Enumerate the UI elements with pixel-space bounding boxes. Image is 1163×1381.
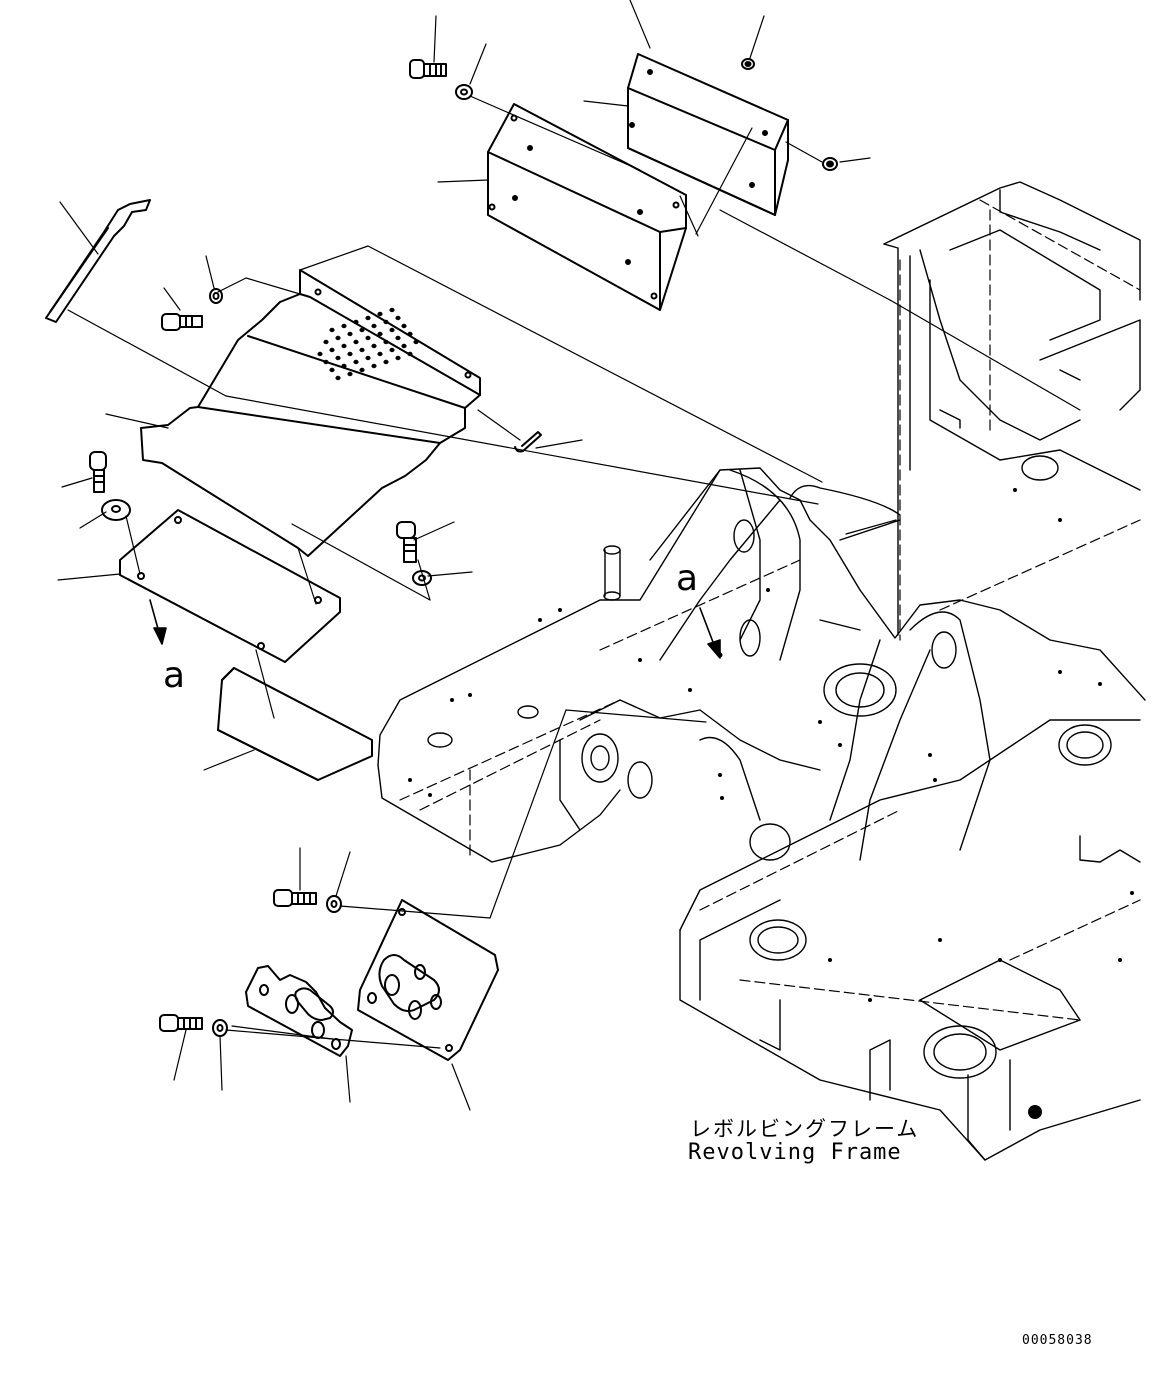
bolt-icon <box>161 313 203 331</box>
perforation-holes <box>317 307 419 381</box>
perforation-hole <box>359 347 365 353</box>
perforation-hole <box>317 351 323 357</box>
washer-icon <box>326 895 342 913</box>
perforation-hole <box>335 355 341 361</box>
lower-bracket-plate <box>357 899 499 1061</box>
perforation-hole <box>329 347 335 353</box>
perforation-hole <box>383 359 389 365</box>
figure-number: 00058038 <box>1022 1333 1093 1348</box>
perforation-hole <box>377 351 383 357</box>
perforation-hole <box>329 367 335 373</box>
perforation-hole <box>347 351 353 357</box>
perforation-hole <box>365 355 371 361</box>
hook-bar-icon <box>45 199 151 323</box>
perforation-hole <box>323 359 329 365</box>
perforation-hole <box>407 351 413 357</box>
perforation-hole <box>341 343 347 349</box>
perforation-hole <box>389 307 395 313</box>
view-marker-a-left: a <box>163 655 186 696</box>
perforation-hole <box>395 335 401 341</box>
perforation-hole <box>353 319 359 325</box>
perforation-hole <box>323 339 329 345</box>
revolving-frame <box>377 467 1146 1161</box>
perforation-hole <box>329 327 335 333</box>
perforation-hole <box>353 359 359 365</box>
perforation-hole <box>347 371 353 377</box>
washer-icon <box>455 84 473 100</box>
perforation-hole <box>359 367 365 373</box>
washer-icon <box>212 1019 228 1037</box>
perforation-hole <box>401 323 407 329</box>
perforation-hole <box>371 343 377 349</box>
perforation-hole <box>389 347 395 353</box>
under-plate <box>119 509 341 663</box>
perforation-hole <box>395 315 401 321</box>
bolt-icon <box>409 59 447 79</box>
perforation-hole <box>365 335 371 341</box>
perforation-hole <box>389 327 395 333</box>
perforated-cover-plate <box>140 269 481 557</box>
perforation-hole <box>341 323 347 329</box>
frame-holes <box>408 488 1134 1119</box>
perforation-hole <box>383 319 389 325</box>
perforation-hole <box>353 339 359 345</box>
perforation-hole <box>335 335 341 341</box>
washer-icon <box>101 499 131 521</box>
perforation-hole <box>371 363 377 369</box>
nut-icon <box>741 58 755 70</box>
view-arrow-right <box>699 607 721 659</box>
perforation-hole <box>377 331 383 337</box>
frame-name-japanese: レボルビングフレーム <box>690 1117 920 1141</box>
perforation-hole <box>401 343 407 349</box>
washer-icon <box>209 288 223 304</box>
bolt-icon <box>89 451 107 493</box>
perforation-hole <box>365 315 371 321</box>
perforation-hole <box>371 323 377 329</box>
perforation-hole <box>413 339 419 345</box>
lower-shim-plate <box>245 965 353 1057</box>
nut-icon <box>822 157 838 171</box>
perforation-hole <box>383 339 389 345</box>
wedge-block <box>217 667 373 781</box>
frame-name-english: Revolving Frame <box>688 1140 902 1165</box>
assembly-lines <box>57 0 1081 1111</box>
bolt-icon <box>273 889 317 907</box>
view-arrow-left <box>149 599 167 645</box>
upper-cover-plate <box>627 53 789 216</box>
frame-upper-structure <box>883 181 1141 636</box>
perforation-hole <box>335 375 341 381</box>
pin-icon <box>514 431 542 453</box>
washer-icon <box>412 570 432 586</box>
perforation-hole <box>341 363 347 369</box>
bolt-icon <box>396 521 417 563</box>
perforation-hole <box>359 327 365 333</box>
perforation-hole <box>395 355 401 361</box>
frame-dashed-lines <box>399 199 1141 1021</box>
view-marker-a-right: a <box>676 558 699 599</box>
bolt-icon <box>159 1014 203 1032</box>
perforation-hole <box>377 311 383 317</box>
lower-cover-plate <box>487 103 687 311</box>
perforation-hole <box>347 331 353 337</box>
perforation-hole <box>407 331 413 337</box>
